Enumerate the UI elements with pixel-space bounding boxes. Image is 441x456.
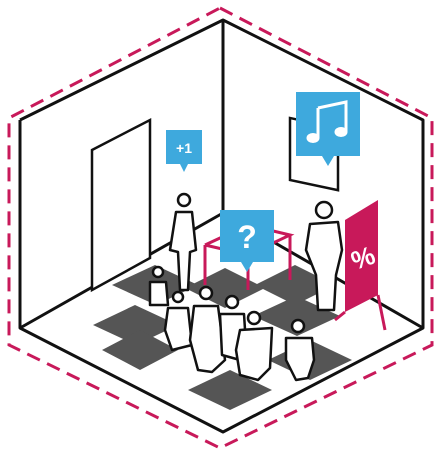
person [165,292,192,350]
door [92,120,150,290]
plus-one-label: +1 [176,140,192,156]
question-label: ? [237,219,257,255]
question-bubble: ? [220,210,274,272]
discount-sign: % [335,200,385,330]
plus-one-bubble: +1 [166,130,202,172]
music-bubble [296,92,360,166]
